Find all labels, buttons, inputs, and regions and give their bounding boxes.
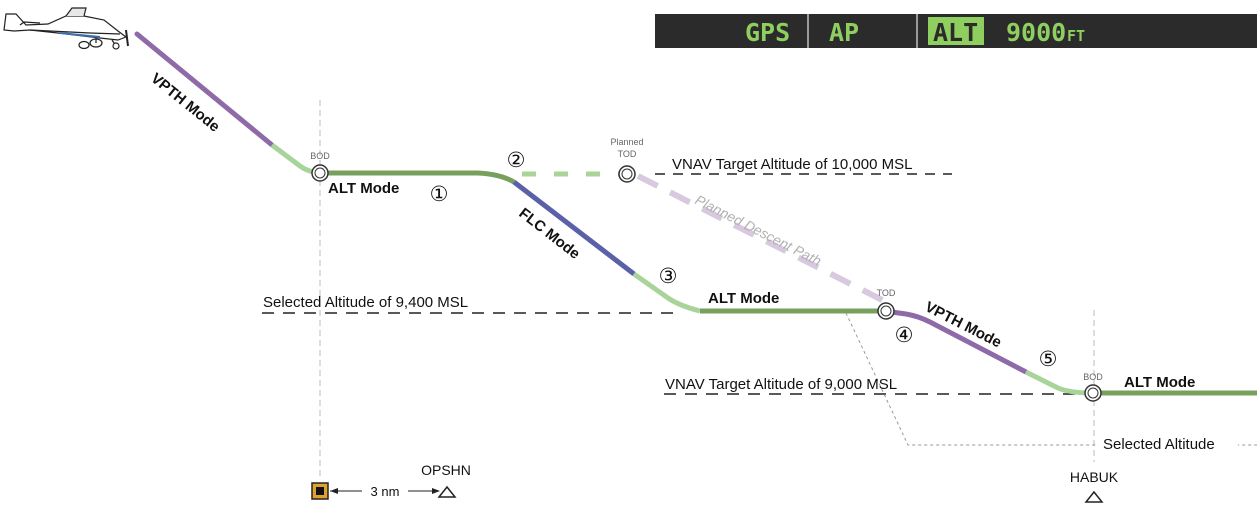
step-marker-5: ⑤ <box>1039 348 1058 371</box>
bod-marker-1 <box>312 165 328 181</box>
selected-9400-label: Selected Altitude of 9,400 MSL <box>263 294 468 311</box>
waypoint-opshn-label: OPSHN <box>421 462 471 478</box>
planned-tod-marker <box>619 166 635 182</box>
distance-label: 3 nm <box>371 484 400 499</box>
step-marker-3: ③ <box>659 265 678 288</box>
step-marker-1: ① <box>430 183 449 206</box>
planned-tod-label-line2: TOD <box>618 149 637 159</box>
waypoint-habuk-triangle-icon <box>1086 492 1102 502</box>
tod-label: TOD <box>877 288 896 298</box>
planned-tod-label-line1: Planned <box>610 137 643 147</box>
bod-label-2: BOD <box>1083 372 1103 382</box>
aircraft-icon <box>4 8 128 49</box>
target-altitude-value: 9000 <box>1006 18 1066 47</box>
transition-to-alt-3 <box>1026 372 1092 393</box>
tod-marker <box>878 303 894 319</box>
step-marker-2: ② <box>507 149 526 172</box>
altitude-unit: FT <box>1067 27 1085 45</box>
vertical-mode-annunciation: AP <box>829 18 859 47</box>
selected-altitude-label: Selected Altitude <box>1103 436 1215 453</box>
step-marker-4: ④ <box>895 324 914 347</box>
alt-mode-label-3: ALT Mode <box>1124 374 1195 391</box>
lateral-mode-annunciation: GPS <box>745 18 790 47</box>
waypoint-opshn-triangle-icon <box>439 487 455 497</box>
vnav-9000-label: VNAV Target Altitude of 9,000 MSL <box>665 376 897 393</box>
planned-descent-path-label: Planned Descent Path <box>693 191 825 269</box>
waypoint-habuk-label: HABUK <box>1070 469 1119 485</box>
alt-mode-label-2: ALT Mode <box>708 290 779 307</box>
active-alt-mode-annunciation: ALT <box>933 18 978 47</box>
flc-mode-label: FLC Mode <box>516 205 584 263</box>
autopilot-annunciator-bar: GPS AP ALT 9000 FT <box>655 14 1257 48</box>
distance-scale: 3 nm <box>312 483 440 499</box>
vpth-mode-label-1: VPTH Mode <box>147 70 222 136</box>
bod-label-1: BOD <box>310 151 330 161</box>
alt-mode-label-1: ALT Mode <box>328 180 399 197</box>
bod-marker-2 <box>1085 385 1101 401</box>
vnav-10000-label: VNAV Target Altitude of 10,000 MSL <box>672 156 912 173</box>
